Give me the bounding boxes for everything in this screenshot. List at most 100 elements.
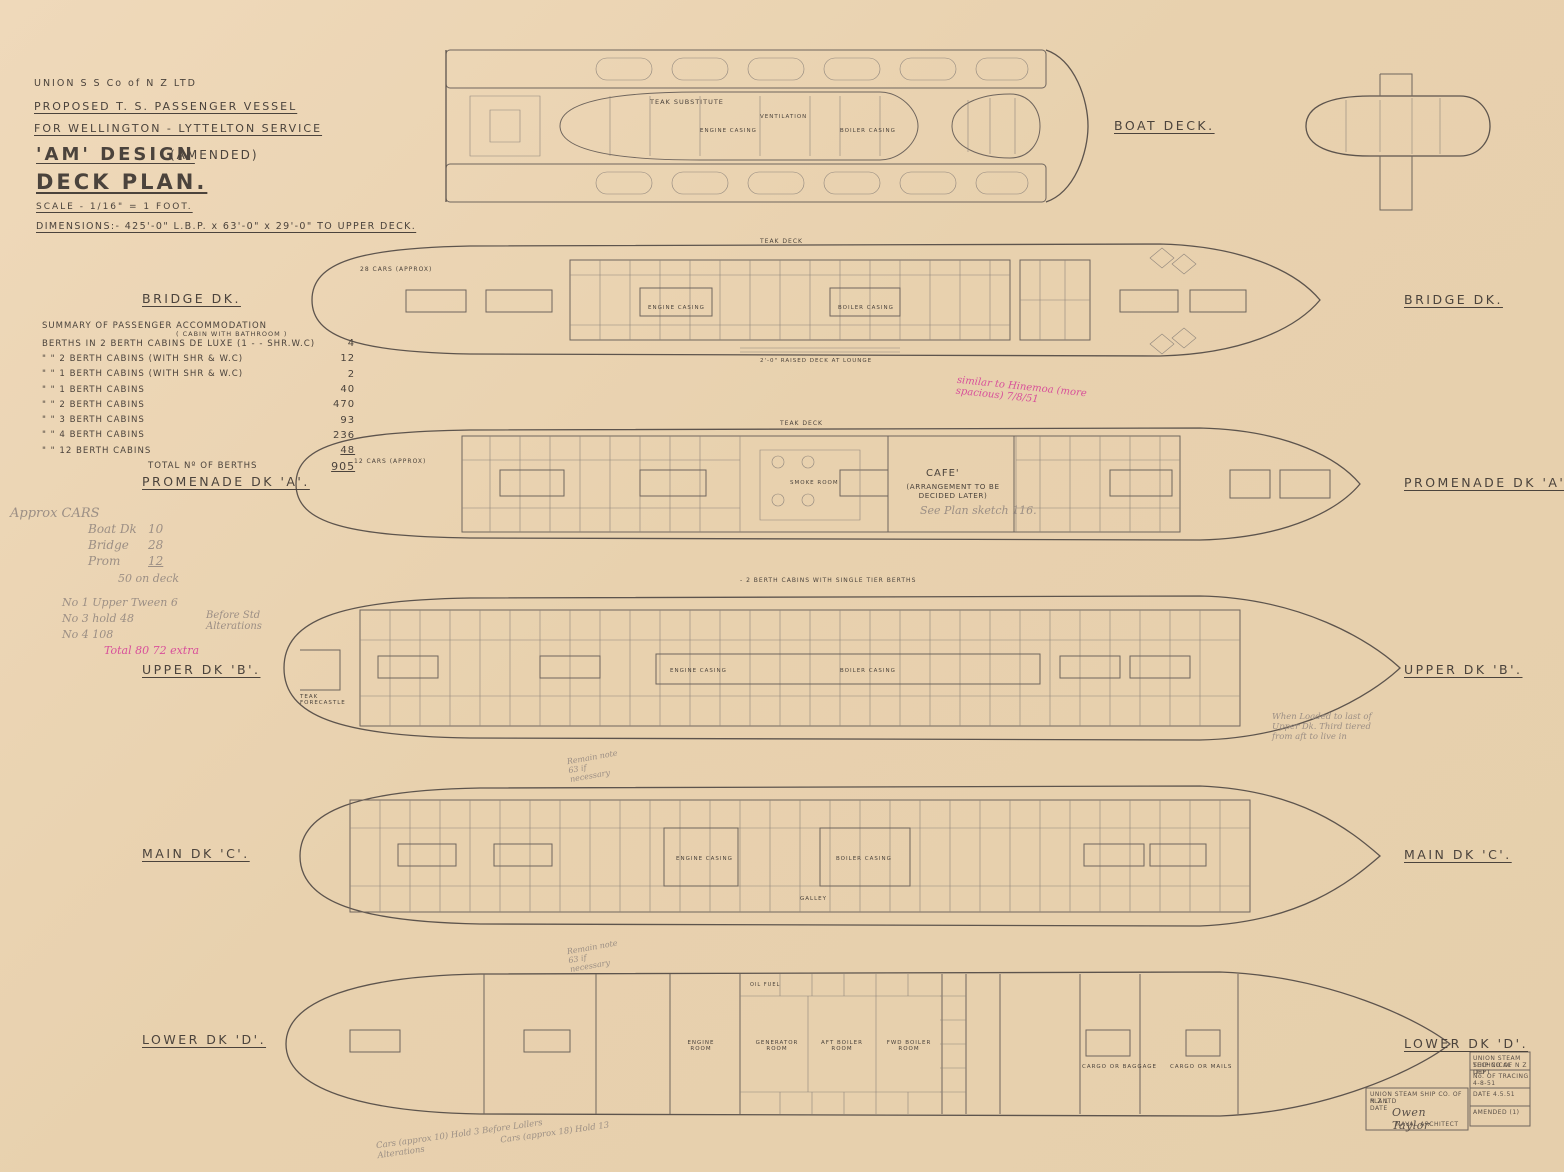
label-lower-aft-boiler-room: AFT BOILER ROOM <box>821 1040 863 1052</box>
deck-label-bridge-right: BRIDGE DK. <box>1404 292 1503 307</box>
scale: SCALE - 1/16" = 1 FOOT. <box>36 202 193 212</box>
main-deck-plan <box>299 785 1381 927</box>
summary-value: 40 <box>340 384 356 396</box>
label-lower-cargo-or-baggage: CARGO OR BAGGAGE <box>1082 1064 1158 1070</box>
summary-row: " " 4 BERTH CABINS 236 <box>42 428 355 443</box>
summary-label: " " 1 BERTH CABINS (WITH SHR & W.C) <box>42 369 244 380</box>
label-upper-note: - 2 BERTH CABINS WITH SINGLE TIER BERTHS <box>740 577 917 584</box>
dimensions: DIMENSIONS:- 425'-0" L.B.P. x 63'-0" x 2… <box>36 221 417 232</box>
summary-total-value: 905 <box>331 459 356 473</box>
bridge-deck-plan <box>311 243 1321 357</box>
deck-label-upper-right: UPPER DK 'B'. <box>1404 662 1523 677</box>
label-bridge-boiler-casing: BOILER CASING <box>838 305 894 311</box>
label-prom-cars: 12 CARS (APPROX) <box>354 458 427 465</box>
boat-deck-plan <box>445 49 1491 211</box>
design-note: (AMENDED) <box>170 148 259 162</box>
label-prom-cafe-note: (ARRANGEMENT TO BE DECIDED LATER) <box>906 482 1000 500</box>
label-lower-fwd-boiler-room: FWD BOILER ROOM <box>886 1040 932 1052</box>
label-prom-cafe: CAFE' <box>926 468 960 479</box>
register-line-1: UNION STEAM SHIP CO OF N Z LTD <box>1473 1055 1528 1076</box>
summary-row: " " 2 BERTH CABINS 470 <box>42 397 355 412</box>
approval-signature: Owen Taylor <box>1392 1106 1430 1132</box>
approval-line-1: UNION STEAM SHIP CO. OF N Z LTD <box>1370 1091 1462 1105</box>
company-name: UNION S S Co of N Z LTD <box>34 78 197 89</box>
register-line-2: TECHNICAL DEPT <box>1473 1062 1512 1076</box>
berths-note: No 3 hold 48 <box>62 612 134 625</box>
summary-value: 236 <box>333 429 356 441</box>
cars-total: 50 on deck <box>118 572 180 585</box>
summary-label: BERTHS IN 2 BERTH CABINS DE LUXE (1 - - … <box>42 338 316 349</box>
cars-row-value: 12 <box>148 554 164 568</box>
design-name: 'AM' DESIGN <box>36 144 195 165</box>
cars-heading: Approx CARS <box>10 506 100 521</box>
summary-value: 48 <box>340 445 356 457</box>
summary-row: " " 2 BERTH CABINS (WITH SHR & W.C)12 <box>42 351 355 366</box>
berths-note: No 4 108 <box>62 628 114 641</box>
label-bridge-lounge-deck: 2'-0" RAISED DECK AT LOUNGE <box>760 358 873 364</box>
summary-label: " " 2 BERTH CABINS (WITH SHR & W.C) <box>42 353 244 364</box>
summary-value: 470 <box>333 399 356 411</box>
label-lower-generator-room: GENERATOR ROOM <box>755 1040 799 1052</box>
summary-value: 4 <box>347 338 356 350</box>
summary-heading-note: ( CABIN WITH BATHROOM ) <box>176 330 288 338</box>
summary-label: " " 2 BERTH CABINS <box>42 399 145 410</box>
approval-line-3: DATE <box>1370 1105 1388 1112</box>
label-prom-smoke-room: SMOKE ROOM <box>790 480 839 486</box>
label-boat-ventilation: VENTILATION <box>760 114 808 120</box>
cars-row-label: Bridge <box>88 538 129 552</box>
deck-label-bridge-left: BRIDGE DK. <box>142 291 241 306</box>
label-lower-engine-room: ENGINE ROOM <box>687 1040 715 1052</box>
deck-label-boat: BOAT DECK. <box>1114 118 1215 133</box>
register-line-4: DATE 4.5.51 <box>1473 1091 1516 1098</box>
lower-deck-plan <box>285 971 1452 1117</box>
label-upper-forecastle: TEAK FORECASTLE <box>300 694 346 706</box>
label-lower-cargo-or-mails: CARGO OR MAILS <box>1170 1064 1233 1070</box>
register-line-5: AMENDED (1) <box>1473 1109 1520 1116</box>
proposed-vessel: PROPOSED T. S. PASSENGER VESSEL <box>34 100 298 113</box>
deck-label-upper-left: UPPER DK 'B'. <box>142 662 261 677</box>
summary-label: " " 3 BERTH CABINS <box>42 415 145 426</box>
label-bridge-teak-deck: TEAK DECK <box>760 238 803 245</box>
label-teak-substitute: TEAK SUBSTITUTE <box>650 98 724 106</box>
cars-row-value: 10 <box>148 522 164 536</box>
label-boat-boiler-casing: BOILER CASING <box>840 128 896 134</box>
berths-note: No 1 Upper Tween 6 <box>62 596 178 609</box>
summary-total-label: TOTAL Nº OF BERTHS <box>148 461 258 472</box>
cars-row-label: Boat Dk <box>88 522 137 536</box>
cars-row-value: 28 <box>148 538 164 552</box>
label-main-engine-casing: ENGINE CASING <box>676 856 733 862</box>
label-upper-boiler-casing: BOILER CASING <box>840 668 896 674</box>
label-main-boiler-casing: BOILER CASING <box>836 856 892 862</box>
deck-label-promenade-left: PROMENADE DK 'A'. <box>142 474 310 489</box>
summary-total-row: TOTAL Nº OF BERTHS 905 <box>42 458 355 473</box>
upper-deck-plan <box>283 595 1401 741</box>
upper-side-note: When Loaded to last of Upper Dk. Third t… <box>1272 712 1372 742</box>
promenade-deck-plan <box>295 427 1361 541</box>
summary-row: BERTHS IN 2 BERTH CABINS DE LUXE (1 - - … <box>42 336 355 351</box>
pencil-see-plan: See Plan sketch 116. <box>920 504 1037 517</box>
deck-label-main-right: MAIN DK 'C'. <box>1404 847 1512 862</box>
berths-side-note: Before Std Alterations <box>206 610 262 632</box>
label-upper-engine-casing: ENGINE CASING <box>670 668 727 674</box>
summary-table: BERTHS IN 2 BERTH CABINS DE LUXE (1 - - … <box>42 336 355 474</box>
label-main-galley: GALLEY <box>800 896 827 902</box>
summary-heading: SUMMARY OF PASSENGER ACCOMMODATION <box>42 321 268 331</box>
deck-label-lower-left: LOWER DK 'D'. <box>142 1032 267 1047</box>
berths-total-note: Total 80 72 extra <box>104 644 200 657</box>
label-boat-engine-casing: ENGINE CASING <box>700 128 757 134</box>
summary-label: " " 4 BERTH CABINS <box>42 430 145 441</box>
approval-line-2: PLAN <box>1370 1098 1388 1105</box>
summary-label: " " 12 BERTH CABINS <box>42 445 152 456</box>
deck-label-main-left: MAIN DK 'C'. <box>142 846 250 861</box>
label-prom-teak-deck: TEAK DECK <box>780 420 823 427</box>
deck-label-promenade-right: PROMENADE DK 'A'. <box>1404 475 1564 490</box>
cars-row-label: Prom <box>88 554 121 568</box>
deck-label-lower-right: LOWER DK 'D'. <box>1404 1036 1529 1051</box>
label-bridge-cars: 28 CARS (APPROX) <box>360 266 433 273</box>
service-route: FOR WELLINGTON - LYTTELTON SERVICE <box>34 122 323 135</box>
register-line-3: No. OF TRACING 4-8-51 <box>1473 1073 1529 1087</box>
